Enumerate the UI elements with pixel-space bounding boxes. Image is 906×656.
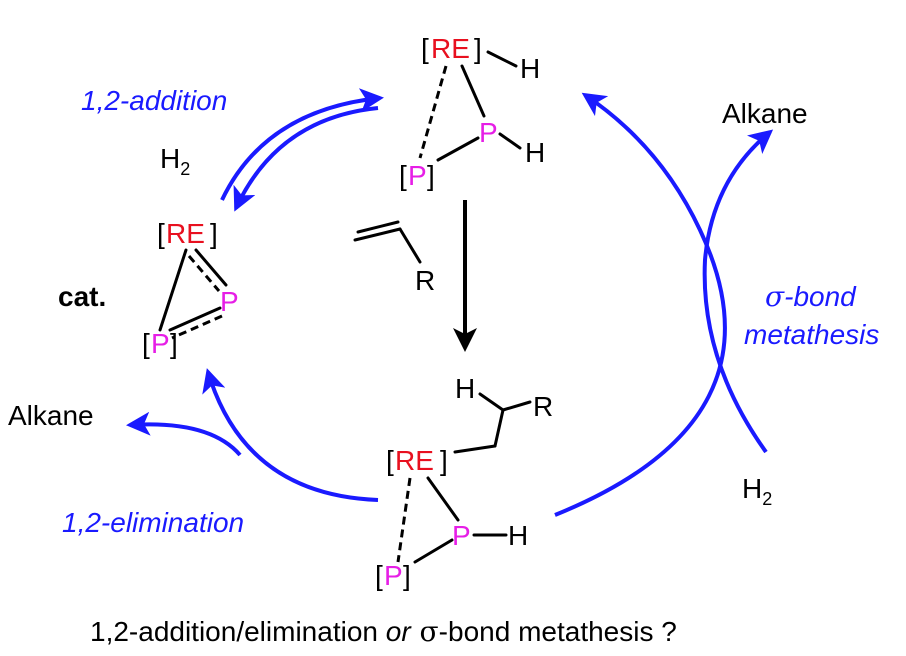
r-group: R	[533, 391, 553, 422]
h2-alkane-arrow	[702, 129, 774, 454]
bond	[168, 306, 222, 332]
alkane-release-arrow-left	[126, 411, 242, 457]
h-atom: H	[520, 53, 540, 84]
addition-arrow	[220, 88, 384, 201]
bracket-open: [	[157, 218, 165, 249]
alkyl-complex: H R [ RE ] P H [ P ]	[375, 373, 553, 591]
bond	[398, 227, 422, 264]
bracket-open: [	[142, 328, 150, 359]
h2-label: H2	[160, 143, 190, 179]
h-atom: H	[455, 373, 475, 404]
bracket-open: [	[386, 445, 394, 476]
bracket-open: [	[421, 33, 429, 64]
sigma-bond-label: σ-bond	[765, 280, 857, 313]
p-atom: P	[151, 328, 170, 359]
reverse-arrow	[233, 106, 379, 212]
p-atom: P	[479, 117, 498, 148]
bond	[413, 538, 454, 564]
re-atom: RE	[431, 33, 470, 64]
bond	[436, 136, 480, 162]
h-atom: H	[508, 520, 528, 551]
bond	[498, 132, 522, 150]
bond	[426, 476, 460, 522]
bond	[356, 220, 400, 234]
dashed-bond	[418, 65, 448, 159]
bond	[478, 392, 505, 412]
bracket-close: ]	[440, 445, 448, 476]
catalyst-complex: [ RE ] P [ P ]	[142, 218, 239, 359]
bond	[453, 444, 497, 454]
bond	[460, 64, 486, 118]
elimination-arrow	[202, 368, 379, 502]
bracket-close: ]	[474, 33, 482, 64]
alkane-label-left: Alkane	[8, 400, 94, 431]
bracket-close: ]	[403, 560, 411, 591]
p-atom: P	[408, 160, 427, 191]
bond	[353, 227, 402, 242]
bracket-close: ]	[427, 160, 435, 191]
addition-label: 1,2-addition	[81, 85, 227, 116]
h-atom: H	[525, 137, 545, 168]
caption: 1,2-addition/elimination or σ-bond metat…	[90, 615, 677, 648]
re-atom: RE	[166, 218, 205, 249]
bond	[194, 248, 228, 287]
p-atom: P	[384, 560, 403, 591]
elimination-label: 1,2-elimination	[62, 507, 244, 538]
bracket-open: [	[399, 160, 407, 191]
bracket-open: [	[375, 560, 383, 591]
dashed-bond	[396, 477, 412, 563]
bond	[501, 400, 532, 412]
dashed-bond	[171, 314, 223, 340]
re-atom: RE	[395, 445, 434, 476]
metathesis-label: metathesis	[744, 319, 879, 350]
alkane-label-right: Alkane	[722, 98, 808, 129]
bond	[158, 248, 188, 332]
r-group: R	[415, 265, 435, 296]
cat-label: cat.	[58, 281, 106, 312]
bond	[493, 408, 505, 448]
hydride-complex: [ RE ] H P H [ P ]	[399, 33, 545, 191]
alkene-substrate: R	[353, 220, 435, 296]
h2-label: H2	[742, 473, 772, 509]
bond	[486, 50, 518, 68]
dashed-bond	[187, 255, 221, 292]
metathesis-arrow	[554, 92, 727, 517]
p-atom: P	[220, 286, 239, 317]
p-atom: P	[452, 520, 471, 551]
bracket-close: ]	[170, 328, 178, 359]
bracket-close: ]	[210, 218, 218, 249]
